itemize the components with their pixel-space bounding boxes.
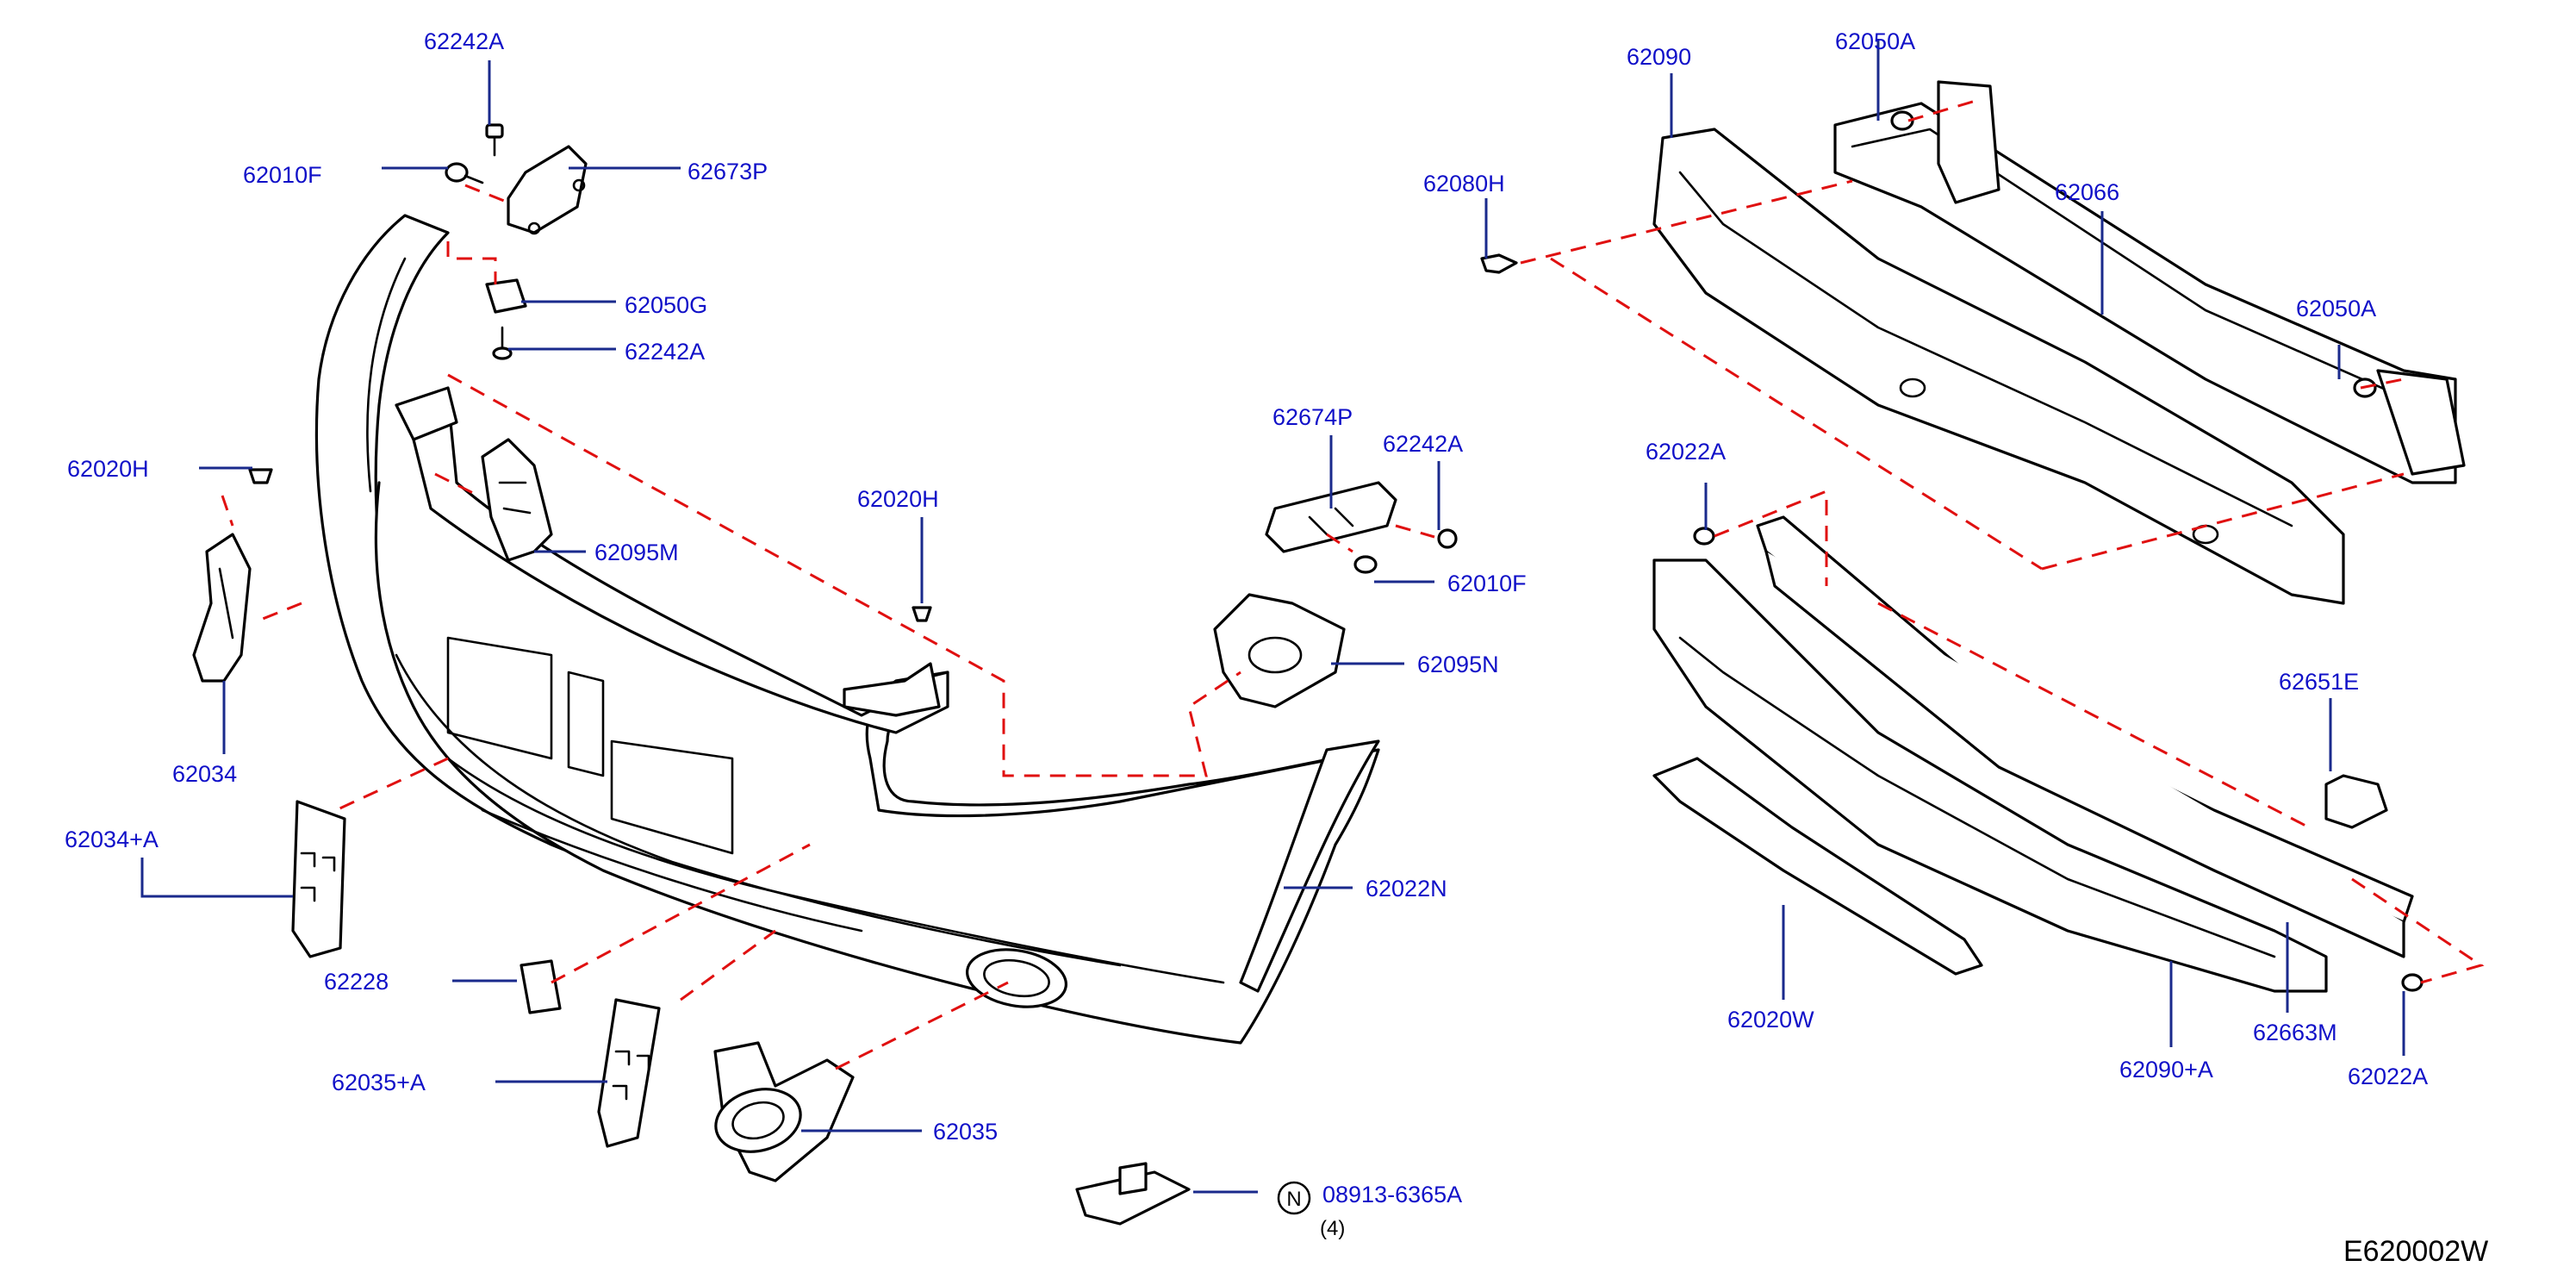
bracket-62095n (1213, 593, 1346, 708)
callout-62020h-center: 62020H (857, 486, 939, 512)
bumper-fascia-62022n (314, 214, 1380, 1045)
callout-62035a: 62035+A (332, 1070, 426, 1095)
bracket-62674p (1265, 481, 1397, 553)
bolt-62080h (1480, 253, 1518, 274)
callout-62050a-right: 62050A (2296, 296, 2376, 321)
diagram-id: E620002W (2343, 1235, 2488, 1268)
callout-62663m: 62663M (2253, 1020, 2337, 1045)
callout-62651e: 62651E (2279, 669, 2359, 695)
clip-62020h-center (843, 606, 941, 717)
bolt-62242a-top (485, 123, 504, 157)
callout-62242a-right: 62242A (1383, 431, 1463, 457)
callout-62022a-left: 62022A (1646, 439, 1726, 465)
callout-labels: 62242A 62010F 62673P 62050G 62242A 62020… (65, 28, 2488, 1268)
retainer-62020w (1652, 757, 1983, 976)
callout-62228: 62228 (324, 969, 389, 995)
callout-62090a: 62090+A (2119, 1057, 2213, 1082)
clip-08913-6365a (1075, 1162, 1191, 1226)
callout-62066: 62066 (2055, 179, 2119, 205)
callout-62034a: 62034+A (65, 827, 159, 852)
callout-62242a-mid: 62242A (625, 339, 705, 365)
bracket-62034 (192, 533, 252, 683)
callout-62090: 62090 (1627, 44, 1691, 70)
callout-62020h-left: 62020H (67, 456, 149, 482)
nut-62050g (485, 278, 527, 314)
callout-62020w: 62020W (1727, 1007, 1814, 1033)
callout-62022a-right: 62022A (2348, 1064, 2428, 1089)
callout-62022n: 62022N (1366, 876, 1447, 902)
dashed-assembly-lines (221, 97, 2485, 1070)
retainer-62651e (2324, 774, 2388, 829)
callout-62080h: 62080H (1423, 171, 1505, 197)
callout-62010f-left: 62010F (243, 162, 322, 188)
note-circle-icon (1277, 1181, 1311, 1215)
callout-62035: 62035 (933, 1119, 998, 1145)
absorber-62090 (1652, 128, 2345, 605)
clip-62010f-right (1353, 555, 1378, 574)
callout-62095n: 62095N (1417, 652, 1499, 677)
bolt-62022a-left (1693, 527, 1715, 546)
bolt-62242a-right (1437, 528, 1458, 549)
lamp-bracket-62035 (713, 1041, 855, 1182)
bolt-62242a-lower (492, 326, 513, 360)
beam-62663m (1756, 515, 2414, 958)
callout-62242a-top: 62242A (424, 28, 504, 54)
bracket-62095m (481, 438, 553, 562)
callout-62050a-top: 62050A (1835, 28, 1915, 54)
cover-62034a (291, 800, 346, 958)
callout-62050g: 62050G (625, 292, 707, 318)
note-symbol: N (1286, 1188, 1301, 1211)
callout-62034: 62034 (172, 761, 237, 787)
cap-62228 (520, 959, 562, 1014)
callout-62673p: 62673P (688, 159, 768, 184)
bolt-62022a-right (2401, 973, 2424, 992)
cover-62035a (597, 998, 661, 1148)
callout-62674p: 62674P (1272, 404, 1353, 430)
callout-62095m: 62095M (594, 540, 679, 565)
clip-62010f (445, 162, 484, 184)
reinforcement-62066 (1833, 80, 2466, 484)
callout-62010f-right: 62010F (1447, 571, 1527, 596)
callout-leaders (140, 39, 2405, 1194)
bracket-62673p (507, 145, 588, 235)
clip-62020h-left (248, 468, 273, 484)
absorber-62090a (1652, 558, 2328, 993)
callout-08913-6365a: 08913-6365A (1322, 1182, 1462, 1207)
quantity-note: (4) (1320, 1217, 1345, 1240)
